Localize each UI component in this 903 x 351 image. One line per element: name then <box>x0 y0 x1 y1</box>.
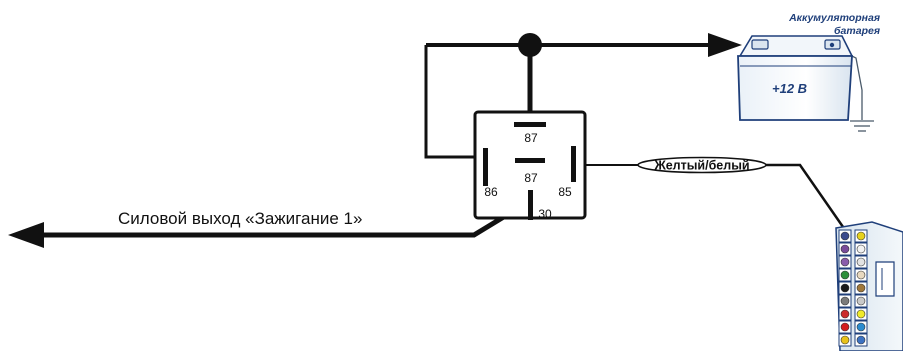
battery-arrow-icon <box>708 33 742 57</box>
output-arrow-icon <box>8 222 44 248</box>
ground-icon <box>850 120 874 132</box>
pin-label-85: 85 <box>558 185 572 199</box>
pin-label-30: 30 <box>538 207 552 221</box>
connector-pin-wire <box>840 244 850 254</box>
relay-pin-87-top <box>514 122 546 127</box>
junction-dot <box>518 33 542 57</box>
connector-pin-wire <box>856 257 866 267</box>
connector-pins <box>838 229 868 347</box>
pin-label-87-top: 87 <box>524 131 538 145</box>
connector-pin-wire <box>856 309 866 319</box>
connector-pin-wire <box>840 296 850 306</box>
battery-title-line1: Аккумуляторная <box>788 12 880 24</box>
connector-clip <box>875 261 895 297</box>
battery-title-line2: батарея <box>834 25 880 37</box>
connector-pin-wire <box>840 283 850 293</box>
battery-body <box>737 55 853 121</box>
connector-pin-wire <box>856 296 866 306</box>
connector-pin-wire <box>840 257 850 267</box>
wire-color-label: Желтый/белый <box>653 159 749 173</box>
relay-pin-30 <box>528 190 533 220</box>
connector-pin-wire <box>856 322 866 332</box>
output-label: Силовой выход «Зажигание 1» <box>118 209 362 228</box>
relay-pin-86 <box>483 148 488 186</box>
connector-pin-wire <box>840 270 850 280</box>
relay-pin-85 <box>571 146 576 182</box>
connector-pin-wire <box>840 231 850 241</box>
connector-pin-wire <box>856 270 866 280</box>
connector-pin-wire <box>856 283 866 293</box>
pin-label-86: 86 <box>484 185 498 199</box>
wire-color-tag: Желтый/белый <box>637 156 767 174</box>
connector-pin-wire <box>856 244 866 254</box>
pin-label-87-center: 87 <box>524 171 538 185</box>
connector-pin-wire <box>840 309 850 319</box>
battery: Аккумуляторная батарея +12 В <box>737 12 880 121</box>
battery-voltage-label: +12 В <box>772 81 807 96</box>
yellow-white-wire <box>765 163 852 238</box>
relay: 87 87 86 85 30 <box>473 110 587 221</box>
battery-terminal-positive <box>751 39 769 50</box>
connector-pin-wire <box>840 335 850 345</box>
connector-pin-wire <box>856 335 866 345</box>
connector-pin-wire <box>840 322 850 332</box>
pin86-loop-wire <box>424 45 484 159</box>
connector-pin-wire <box>856 231 866 241</box>
connector-block <box>835 221 903 351</box>
relay-pin-87-center <box>515 158 545 163</box>
